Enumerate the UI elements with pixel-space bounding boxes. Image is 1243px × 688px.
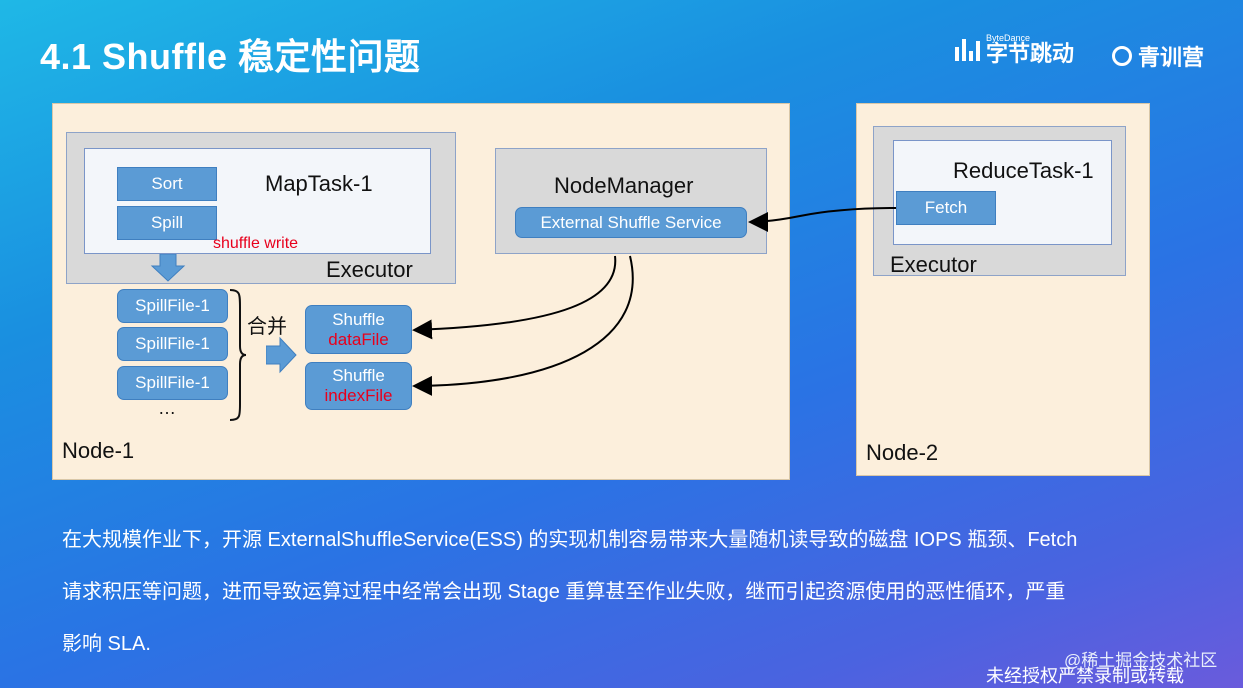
node-1-label: Node-1 — [62, 438, 135, 463]
spillfile-3: SpillFile-1 — [117, 366, 228, 400]
shuffle-datafile-top: Shuffle — [332, 309, 385, 329]
shuffle-datafile-bottom: dataFile — [328, 329, 389, 349]
fetch-to-ess-arrow — [748, 207, 897, 232]
node-2-label: Node-2 — [866, 440, 939, 465]
ess-to-indexfile-arrow — [412, 255, 634, 396]
right-arrow-icon — [266, 336, 297, 374]
brace-icon — [229, 289, 247, 421]
shuffle-datafile-box: Shuffle dataFile — [305, 305, 412, 354]
camp-ring-icon — [1112, 46, 1132, 66]
shuffle-indexfile-box: Shuffle indexFile — [305, 362, 412, 410]
description-line-3: 影响 SLA. — [62, 633, 151, 655]
sort-box: Sort — [117, 167, 217, 201]
bytedance-bars-icon — [955, 38, 980, 61]
description-paragraph: 在大规模作业下，开源 ExternalShuffleService(ESS) 的… — [62, 514, 1182, 670]
maptask-label: MapTask-1 — [265, 171, 373, 196]
fetch-box: Fetch — [896, 191, 996, 225]
camp-logo: 青训营 — [1112, 40, 1204, 72]
camp-logo-text: 青训营 — [1138, 45, 1205, 70]
reducetask-label: ReduceTask-1 — [953, 158, 1094, 183]
ess-to-datafile-arrow — [412, 255, 617, 340]
shuffle-indexfile-bottom: indexFile — [324, 386, 393, 405]
shuffle-write-label: shuffle write — [213, 235, 299, 252]
spillfile-2: SpillFile-1 — [117, 327, 228, 361]
description-line-1: 在大规模作业下，开源 ExternalShuffleService(ESS) 的… — [62, 529, 1078, 551]
page-title: 4.1 Shuffle 稳定性问题 — [40, 36, 421, 77]
bytedance-logo: ByteDance 字节跳动 — [955, 34, 1074, 65]
spill-box: Spill — [117, 206, 217, 240]
down-arrow-icon — [150, 254, 186, 282]
nodemanager-label: NodeManager — [554, 173, 694, 198]
shuffle-indexfile-top: Shuffle — [332, 366, 385, 386]
map-executor-label: Executor — [326, 257, 413, 282]
reduce-executor-label: Executor — [890, 252, 977, 277]
description-line-2: 请求积压等问题，进而导致运算过程中经常会出现 Stage 重算甚至作业失败，继而… — [62, 581, 1066, 603]
merge-label: 合并 — [247, 316, 287, 338]
spillfile-ellipsis: … — [158, 398, 176, 418]
bytedance-logo-en: ByteDance — [986, 33, 1031, 43]
bytedance-logo-cn: 字节跳动 — [986, 41, 1075, 66]
footer-notice: 未经授权严禁录制或转载 — [986, 666, 1184, 686]
external-shuffle-service-box: External Shuffle Service — [515, 207, 747, 238]
spillfile-1: SpillFile-1 — [117, 289, 228, 323]
watermark-text: @稀土掘金技术社区 — [1064, 651, 1218, 670]
